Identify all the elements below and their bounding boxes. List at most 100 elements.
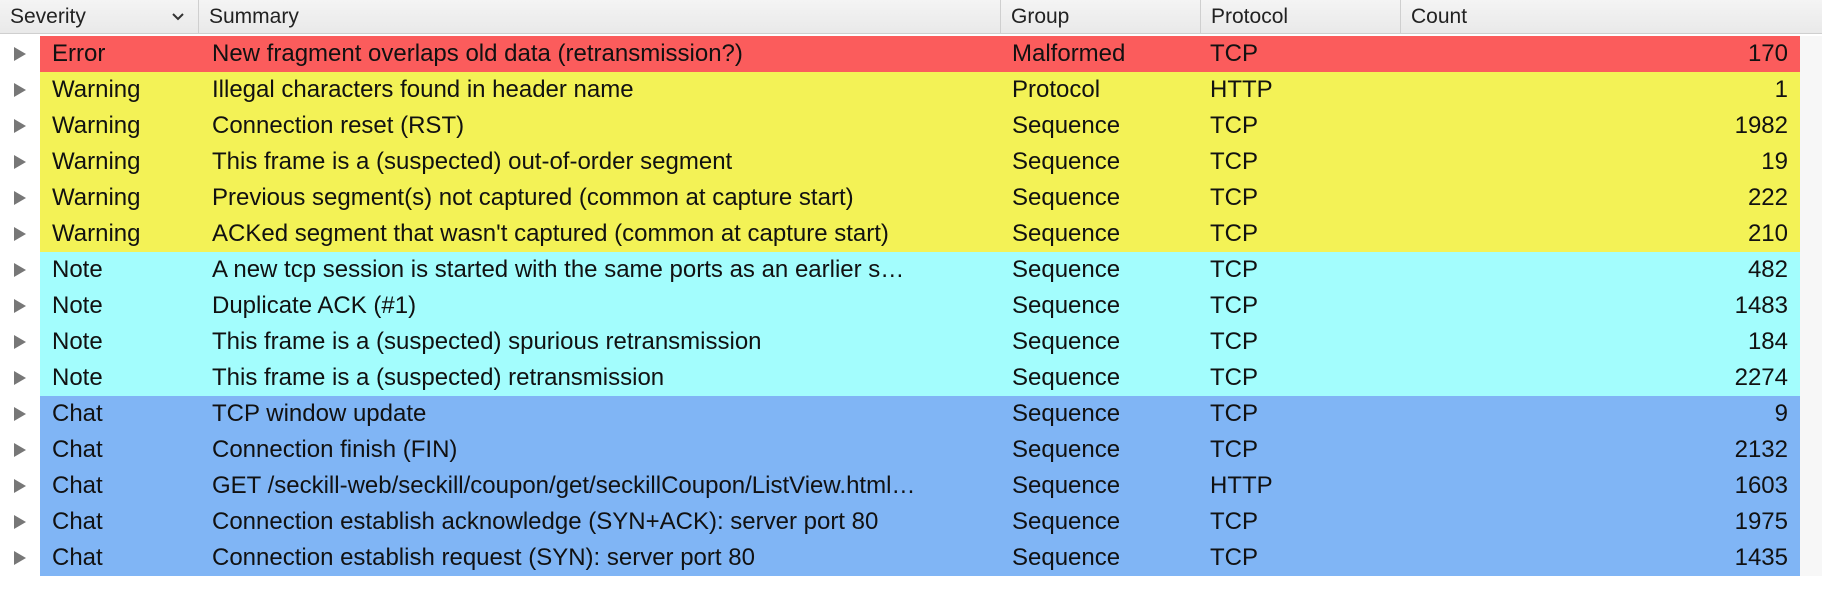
cell-count: 1435 [1734, 544, 1788, 571]
severity-color-band: Chat GET /seckill-web/seckill/coupon/get/… [40, 468, 1800, 504]
cell-severity: Note [52, 256, 103, 283]
cell-severity: Chat [52, 472, 103, 499]
column-header-severity-label: Severity [10, 5, 86, 28]
cell-severity: Chat [52, 436, 103, 463]
cell-group: Sequence [1012, 436, 1121, 463]
cell-protocol: TCP [1210, 544, 1258, 571]
cell-count: 184 [1747, 328, 1788, 355]
cell-protocol: TCP [1210, 400, 1258, 427]
cell-protocol: HTTP [1210, 76, 1273, 103]
cell-protocol: HTTP [1210, 472, 1273, 499]
cell-protocol: TCP [1210, 148, 1258, 175]
cell-count: 1982 [1734, 112, 1788, 139]
cell-severity: Chat [52, 400, 103, 427]
disclosure-triangle-icon[interactable] [14, 47, 26, 61]
cell-count: 1483 [1734, 292, 1788, 319]
table-row[interactable]: Chat GET /seckill-web/seckill/coupon/get/… [0, 468, 1822, 504]
cell-protocol: TCP [1210, 508, 1258, 535]
cell-count: 210 [1747, 220, 1788, 247]
disclosure-triangle-icon[interactable] [14, 155, 26, 169]
cell-protocol: TCP [1210, 436, 1258, 463]
column-header-group[interactable]: Group [1000, 0, 1200, 34]
disclosure-triangle-icon[interactable] [14, 443, 26, 457]
cell-severity: Warning [52, 220, 141, 247]
disclosure-triangle-icon[interactable] [14, 227, 26, 241]
severity-color-band: Note Duplicate ACK (#1) Sequence TCP 1483 [40, 288, 1800, 324]
cell-protocol: TCP [1210, 40, 1258, 67]
disclosure-triangle-icon[interactable] [14, 299, 26, 313]
disclosure-triangle-icon[interactable] [14, 119, 26, 133]
cell-protocol: TCP [1210, 112, 1258, 139]
table-row[interactable]: Warning ACKed segment that wasn't capture… [0, 216, 1822, 252]
table-row[interactable]: Warning This frame is a (suspected) out-o… [0, 144, 1822, 180]
cell-summary: Connection finish (FIN) [212, 436, 458, 463]
column-header-protocol[interactable]: Protocol [1200, 0, 1400, 34]
disclosure-triangle-icon[interactable] [14, 371, 26, 385]
cell-count: 19 [1761, 148, 1788, 175]
disclosure-triangle-icon[interactable] [14, 191, 26, 205]
disclosure-triangle-icon[interactable] [14, 335, 26, 349]
cell-group: Sequence [1012, 472, 1121, 499]
cell-count: 1603 [1734, 472, 1788, 499]
disclosure-triangle-icon[interactable] [14, 551, 26, 565]
cell-group: Sequence [1012, 220, 1121, 247]
cell-group: Sequence [1012, 328, 1121, 355]
disclosure-triangle-icon[interactable] [14, 263, 26, 277]
cell-summary: Duplicate ACK (#1) [212, 292, 417, 319]
cell-count: 2132 [1734, 436, 1788, 463]
cell-count: 482 [1747, 256, 1788, 283]
cell-summary: Connection establish request (SYN): serv… [212, 544, 755, 571]
chevron-down-icon[interactable] [170, 9, 186, 25]
disclosure-triangle-icon[interactable] [14, 479, 26, 493]
cell-group: Sequence [1012, 364, 1121, 391]
cell-protocol: TCP [1210, 220, 1258, 247]
column-header-count[interactable]: Count [1400, 0, 1822, 34]
cell-summary: GET /seckill-web/seckill/coupon/get/seck… [212, 472, 916, 499]
cell-group: Sequence [1012, 292, 1121, 319]
column-header-severity[interactable]: Severity [0, 0, 198, 34]
cell-severity: Warning [52, 76, 141, 103]
cell-protocol: TCP [1210, 184, 1258, 211]
disclosure-triangle-icon[interactable] [14, 515, 26, 529]
cell-protocol: TCP [1210, 292, 1258, 319]
cell-group: Sequence [1012, 148, 1121, 175]
disclosure-triangle-icon[interactable] [14, 83, 26, 97]
cell-count: 2274 [1734, 364, 1788, 391]
table-row[interactable]: Note Duplicate ACK (#1) Sequence TCP 1483 [0, 288, 1822, 324]
cell-severity: Note [52, 292, 103, 319]
disclosure-triangle-icon[interactable] [14, 407, 26, 421]
cell-severity: Warning [52, 112, 141, 139]
table-header: Severity Summary Group Protocol Count [0, 0, 1822, 34]
cell-summary: New fragment overlaps old data (retransm… [212, 40, 743, 67]
cell-count: 1975 [1734, 508, 1788, 535]
cell-severity: Chat [52, 508, 103, 535]
cell-summary: Connection reset (RST) [212, 112, 465, 139]
severity-color-band: Chat Connection finish (FIN) Sequence TCP 21… [40, 432, 1800, 468]
table-row[interactable]: Chat Connection finish (FIN) Sequence TCP 21… [0, 432, 1822, 468]
cell-summary: This frame is a (suspected) spurious ret… [212, 328, 762, 355]
scrollbar-track[interactable] [1800, 36, 1822, 576]
cell-summary: ACKed segment that wasn't captured (comm… [212, 220, 889, 247]
cell-summary: This frame is a (suspected) retransmissi… [212, 364, 665, 391]
cell-summary: This frame is a (suspected) out-of-order… [212, 148, 733, 175]
column-header-summary[interactable]: Summary [198, 0, 1000, 34]
cell-group: Sequence [1012, 544, 1121, 571]
cell-severity: Warning [52, 148, 141, 175]
